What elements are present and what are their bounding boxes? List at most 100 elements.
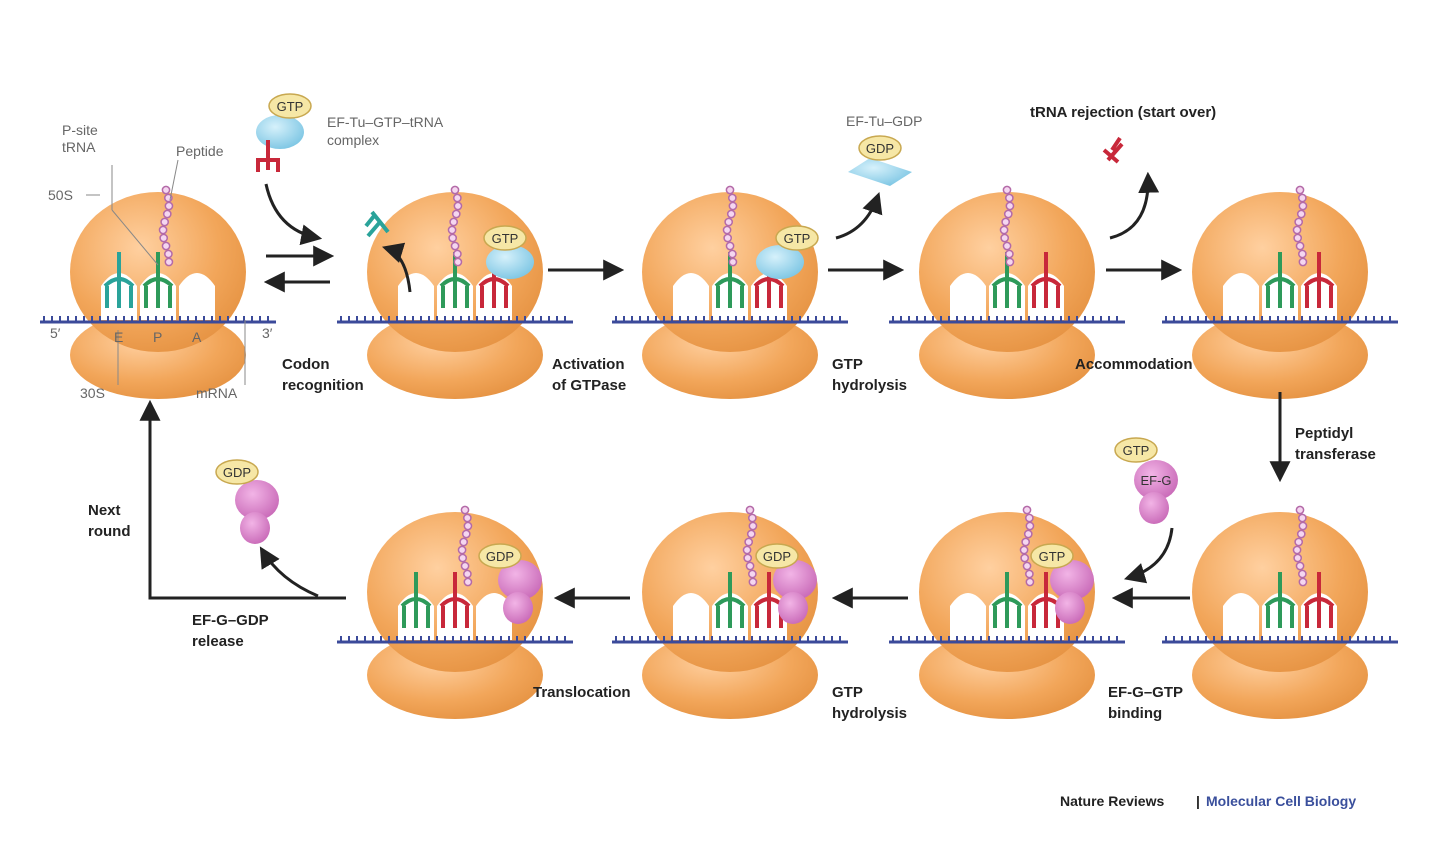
step-ef-g-binding-1: EF-G–GTP — [1108, 684, 1183, 701]
subunit-30s-label: 30S — [80, 385, 105, 401]
gdp-pill-released: GDP — [215, 459, 259, 485]
trna-green — [991, 572, 1023, 628]
step-peptidyl-1: Peptidyl — [1295, 425, 1353, 442]
arrow-ef-g-release — [259, 546, 319, 598]
peptide-chain — [457, 505, 473, 587]
trna-red — [439, 572, 471, 628]
step-gtp-hydrolysis-2b: hydrolysis — [832, 705, 907, 722]
incoming-trna — [256, 140, 280, 172]
peptide-chain — [1292, 505, 1308, 587]
site-e — [950, 273, 986, 320]
gdp-pill-rib8: GDP — [755, 543, 799, 569]
gtp-pill-efg-free: GTP — [1114, 437, 1158, 463]
site-e-label: E — [114, 329, 123, 345]
ejected-trna — [364, 210, 390, 238]
trna-red — [1303, 572, 1335, 628]
next-round-1: Next — [88, 502, 121, 519]
trna-red — [1303, 252, 1335, 308]
step-ef-g-gdp-release-2: release — [192, 633, 244, 650]
three-prime-label: 3′ — [262, 325, 273, 341]
step-gtp-hydrolysis-1a: GTP — [832, 356, 863, 373]
trna-green — [400, 572, 432, 628]
svg-text:GDP: GDP — [486, 549, 514, 564]
mrna-strand — [1162, 636, 1398, 644]
mrna-strand — [612, 316, 848, 324]
gdp-pill-tu: GDP — [858, 135, 902, 161]
ribosome-8 — [612, 505, 848, 719]
step-codon-recognition-1: Codon — [282, 356, 329, 373]
arrow-next-round — [139, 399, 346, 600]
svg-text:GTP: GTP — [784, 231, 811, 246]
peptide-chain — [447, 185, 463, 267]
peptide-chain — [158, 185, 174, 267]
step-gtp-hydrolysis-2a: GTP — [832, 684, 863, 701]
site-a-label: A — [192, 329, 202, 345]
trna-green — [142, 252, 174, 308]
ef-tu-free-complex — [256, 115, 304, 149]
footer-section: Molecular Cell Biology — [1206, 793, 1356, 809]
rejected-trna — [1102, 136, 1124, 164]
ef-g-released — [235, 480, 279, 544]
mrna-strand — [612, 636, 848, 644]
peptide-chain — [999, 185, 1015, 267]
mrna-strand — [337, 316, 573, 324]
mrna-strand — [889, 636, 1125, 644]
arrows-layer — [139, 171, 1291, 609]
arrow-trna-reject — [1109, 171, 1160, 240]
svg-text:GTP: GTP — [492, 231, 519, 246]
arrow-trna-eject — [381, 242, 412, 293]
step-ef-g-gdp-release-1: EF-G–GDP — [192, 612, 269, 629]
site-e — [950, 593, 986, 640]
ef-g-bound-7 — [1050, 560, 1094, 624]
step-activation-1: Activation — [552, 356, 625, 373]
svg-text:GDP: GDP — [223, 465, 251, 480]
ef-tu-bound-2 — [486, 245, 534, 279]
ribosome-3 — [612, 185, 848, 399]
site-e — [673, 273, 709, 320]
ef-tu-gdp-diamond — [848, 158, 912, 186]
mrna-strand — [889, 316, 1125, 324]
site-a — [179, 273, 215, 320]
ribosome-7 — [889, 505, 1125, 719]
mrna-strand — [40, 316, 276, 324]
ef-g-free — [1134, 460, 1178, 524]
gtp-pill-rib2: GTP — [483, 225, 527, 251]
ef-tu-gdp-label: EF-Tu–GDP — [846, 113, 923, 129]
arrow-complex-in — [264, 183, 323, 246]
step-codon-recognition-2: recognition — [282, 377, 364, 394]
mrna-label: mRNA — [196, 385, 238, 401]
ef-tu-bound-3 — [756, 245, 804, 279]
svg-text:GDP: GDP — [866, 141, 894, 156]
step-ef-g-binding-2: binding — [1108, 705, 1162, 722]
arrow-ef-g-in — [1123, 527, 1174, 584]
gtp-pill-rib3: GTP — [775, 225, 819, 251]
site-p-label: P — [153, 329, 162, 345]
gdp-pill-rib9: GDP — [478, 543, 522, 569]
mrna-strand — [1162, 316, 1398, 324]
ribosome-4 — [889, 185, 1125, 399]
site-e — [673, 593, 709, 640]
site-e — [398, 273, 434, 320]
ef-tu-complex-label-1: EF-Tu–GTP–tRNA — [327, 114, 444, 130]
svg-text:GTP: GTP — [1039, 549, 1066, 564]
gtp-pill-rib7: GTP — [1030, 543, 1074, 569]
peptide-chain — [1019, 505, 1035, 587]
ribosome-6 — [1162, 505, 1398, 719]
ef-tu-complex-label-2: complex — [327, 132, 379, 148]
next-round-2: round — [88, 523, 131, 540]
peptide-chain — [742, 505, 758, 587]
arrow-ef-tu-release — [835, 192, 883, 240]
step-accommodation: Accommodation — [1075, 356, 1193, 373]
trna-rejection-label: tRNA rejection (start over) — [1030, 104, 1216, 121]
ribosome-2 — [337, 185, 573, 399]
peptide-chain — [722, 185, 738, 267]
gtp-pill-free: GTP — [268, 93, 312, 119]
subunit-50s-label: 50S — [48, 187, 73, 203]
svg-text:GTP: GTP — [277, 99, 304, 114]
ef-g-bound-8 — [773, 560, 817, 624]
annotation-lines — [86, 159, 246, 385]
site-e — [1223, 273, 1259, 320]
trna-red — [1030, 252, 1062, 308]
